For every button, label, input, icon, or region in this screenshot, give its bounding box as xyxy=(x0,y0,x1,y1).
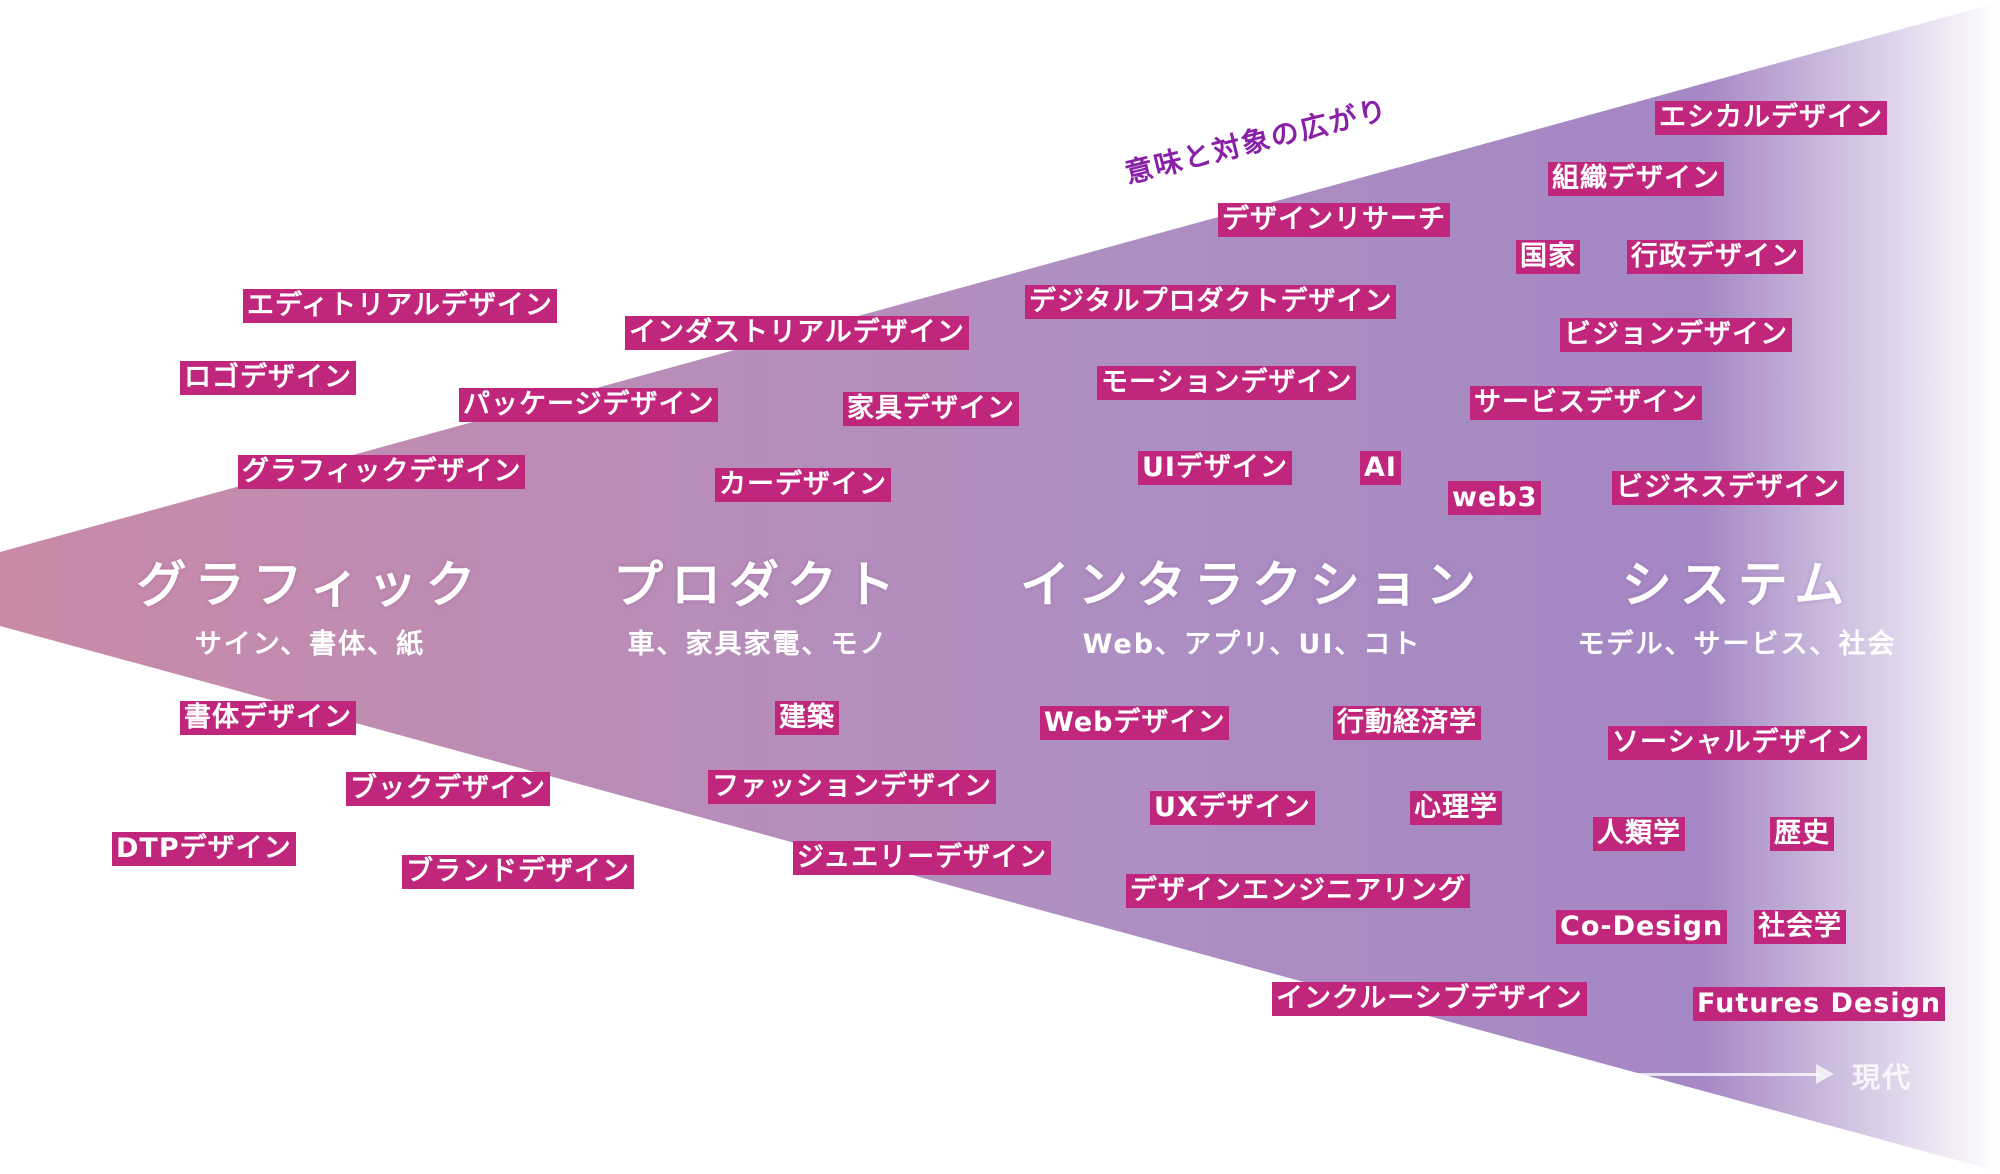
tag-web-design: Webデザイン xyxy=(1040,706,1230,740)
tag-sociology: 社会学 xyxy=(1754,910,1846,944)
tag-digital-product-design: デジタルプロダクトデザイン xyxy=(1025,285,1397,319)
category-heading-system: システム xyxy=(1621,556,1853,614)
tag-editorial-design: エディトリアルデザイン xyxy=(243,289,557,323)
tag-co-design: Co-Design xyxy=(1556,910,1728,944)
tag-nation: 国家 xyxy=(1516,240,1580,274)
tag-graphic-design: グラフィックデザイン xyxy=(238,455,526,489)
tag-psychology: 心理学 xyxy=(1410,791,1502,825)
tag-organization-design: 組織デザイン xyxy=(1548,162,1724,196)
tag-behavioral-economics: 行動経済学 xyxy=(1333,706,1481,740)
tag-design-research: デザインリサーチ xyxy=(1218,203,1450,237)
tag-brand-design: ブランドデザイン xyxy=(402,855,634,889)
tag-architecture: 建築 xyxy=(775,701,839,735)
tag-government-design: 行政デザイン xyxy=(1627,240,1803,274)
tag-typeface-design: 書体デザイン xyxy=(180,701,356,735)
timeline-arrow-line xyxy=(1600,1073,1820,1076)
tag-jewelry-design: ジュエリーデザイン xyxy=(793,841,1052,875)
tag-book-design: ブックデザイン xyxy=(346,772,550,806)
category-sub-system: モデル、サービス、社会 xyxy=(1577,629,1897,660)
category-heading-interaction: インタラクション xyxy=(1020,556,1484,614)
tag-futures-design: Futures Design xyxy=(1693,987,1946,1021)
category-sub-product: 車、家具家電、モノ xyxy=(627,629,889,660)
category-heading-product: プロダクト xyxy=(613,556,903,614)
tag-anthropology: 人類学 xyxy=(1593,817,1685,851)
era-label-present: 現代 xyxy=(1852,1061,1913,1094)
tag-ai: AI xyxy=(1360,451,1401,485)
tag-ethical-design: エシカルデザイン xyxy=(1655,101,1887,135)
tag-social-design: ソーシャルデザイン xyxy=(1608,726,1868,760)
tag-furniture-design: 家具デザイン xyxy=(843,392,1019,426)
tag-ux-design: UXデザイン xyxy=(1150,791,1315,825)
tag-car-design: カーデザイン xyxy=(715,468,891,502)
tag-dtp-design: DTPデザイン xyxy=(112,832,296,866)
tag-industrial-design: インダストリアルデザイン xyxy=(625,316,969,350)
tag-inclusive-design: インクルーシブデザイン xyxy=(1272,982,1587,1016)
category-sub-interaction: Web、アプリ、UI、コト xyxy=(1082,629,1422,660)
tag-web3: web3 xyxy=(1448,481,1542,515)
tag-business-design: ビジネスデザイン xyxy=(1612,471,1844,505)
tag-motion-design: モーションデザイン xyxy=(1097,366,1357,400)
tag-design-engineering: デザインエンジニアリング xyxy=(1126,874,1470,908)
tag-fashion-design: ファッションデザイン xyxy=(708,770,996,804)
tag-history: 歴史 xyxy=(1770,817,1834,851)
arrow-right-icon xyxy=(1816,1064,1834,1084)
tag-package-design: パッケージデザイン xyxy=(459,388,719,422)
category-sub-graphic: サイン、書体、紙 xyxy=(194,629,426,660)
tag-ui-design: UIデザイン xyxy=(1138,451,1292,485)
tag-service-design: サービスデザイン xyxy=(1470,386,1702,420)
tag-vision-design: ビジョンデザイン xyxy=(1560,318,1792,352)
tag-logo-design: ロゴデザイン xyxy=(180,361,356,395)
category-heading-graphic: グラフィック xyxy=(136,556,484,614)
